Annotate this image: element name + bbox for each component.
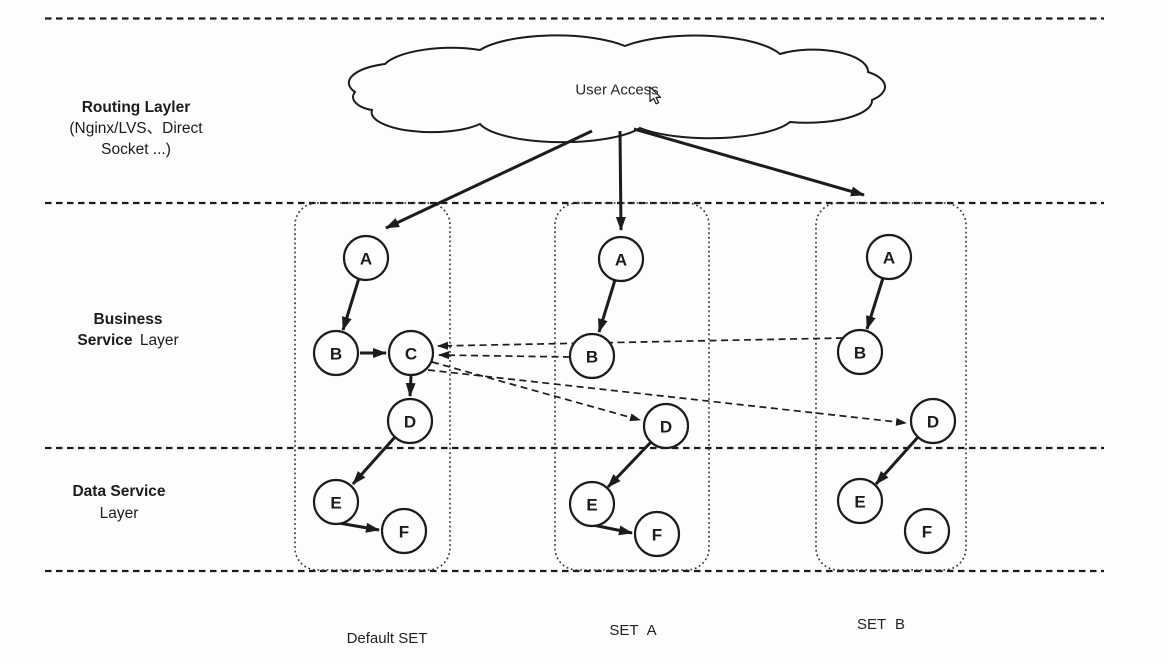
node-label-seta-b: B [586,348,598,367]
node-label-default-e: E [330,494,341,513]
node-label-default-c: C [405,345,417,364]
routing-layer-label: Routing Layler (Nginx/LVS、Direct Socket … [36,97,236,160]
arrow-seta-a-b [597,279,617,333]
node-circle-setb-b [836,328,884,376]
dashed-link-default-c-to-seta-d [431,361,641,422]
node-circle-seta-b [568,332,616,380]
node-circle-setb-e [836,477,884,525]
node-circle-seta-a [597,235,645,283]
dashed-link-setb-b-to-default-c [437,337,844,350]
routing-layer-title: Routing Layler [81,99,191,116]
set-label-default: Default SET [346,630,428,647]
set-label-a: SET A [609,622,657,639]
arrow-cloud-to-seta-a [615,130,626,231]
data-layer-title-bold: Data Service [72,483,166,500]
set-box-default [294,202,451,571]
node-label-seta-e: E [586,496,597,515]
arrow-setb-d-e [874,436,920,485]
data-layer-title-regular: Layer [99,505,139,522]
dashed-link-seta-b-to-default-c [438,351,571,360]
business-layer-label: Business Service Layer [40,309,216,351]
node-label-default-d: D [404,413,416,432]
routing-layer-subtitle-2: Socket ...) [101,141,171,158]
node-circle-default-e [312,478,360,526]
node-label-setb-b: B [854,344,866,363]
arrow-default-d-e [351,436,397,485]
set-label-b: SET B [856,616,906,633]
set-box-a [554,202,710,571]
node-label-setb-d: D [927,413,939,432]
node-circle-default-d [386,397,434,445]
routing-layer-subtitle-1: (Nginx/LVS、Direct [69,120,203,137]
arrow-cloud-to-default-a [385,129,593,230]
data-layer-label: Data Service Layer [34,481,204,525]
node-circle-default-f [380,507,428,555]
arrow-cloud-to-setb [633,127,865,197]
node-circle-seta-f [633,510,681,558]
node-circle-setb-d [909,397,957,445]
node-label-seta-f: F [652,526,662,545]
node-circle-default-c [387,329,435,377]
node-label-default-a: A [360,250,372,269]
mouse-cursor-icon [649,86,662,105]
node-label-seta-a: A [615,251,627,270]
arrow-setb-a-b [865,277,885,330]
business-layer-title-line1: Business [93,311,163,328]
node-label-setb-e: E [854,493,865,512]
business-layer-title-line2-bold: Service [77,332,133,349]
node-label-default-b: B [330,345,342,364]
node-label-setb-f: F [922,523,932,542]
arrow-seta-e-f [592,523,633,536]
arrow-seta-d-e [606,440,653,489]
node-label-setb-a: A [883,249,895,268]
node-circle-setb-a [865,233,913,281]
node-circle-setb-f [903,507,951,555]
node-circle-seta-e [568,480,616,528]
business-layer-title-line2-regular: Layer [139,332,179,349]
cloud-shape [347,34,886,144]
cloud-label: User Access [575,81,659,99]
node-circle-seta-d [642,402,690,450]
node-circle-default-a [342,234,390,282]
node-label-default-f: F [399,523,409,542]
arrow-default-c-d [405,375,416,397]
node-circle-default-b [312,329,360,377]
node-label-seta-d: D [660,418,672,437]
arrow-default-a-b [341,277,361,331]
